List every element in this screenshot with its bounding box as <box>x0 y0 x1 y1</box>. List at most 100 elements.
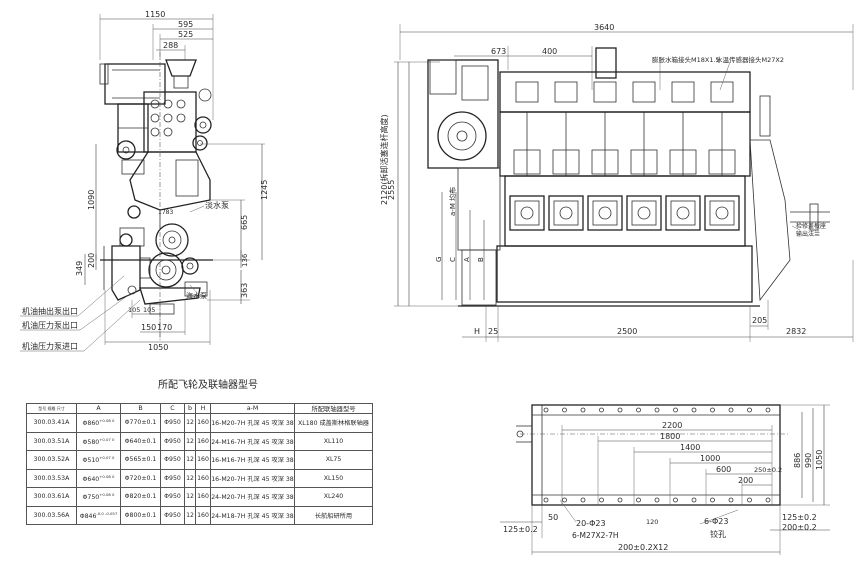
bolt-hole <box>599 497 604 503</box>
cylinder-port <box>509 195 545 231</box>
dim-50: 50 <box>548 513 558 522</box>
label-a-m: a-M 均布 <box>448 187 457 216</box>
label-a: A <box>463 257 471 262</box>
callout-fresh-water-pump: 淡水泵 <box>205 200 229 210</box>
dim-1050: 1050 <box>148 343 168 352</box>
cylinder-port <box>548 195 584 231</box>
bolt-hole <box>673 407 678 413</box>
cell-text: 12 <box>186 437 194 445</box>
dim-125-right: 125±0.2 <box>782 513 817 522</box>
cell-a: Φ750+0.08 0 <box>76 487 121 507</box>
cell-text: 12 <box>186 511 194 519</box>
cell-b: Φ640±0.1 <box>120 431 161 451</box>
dim-288: 288 <box>163 41 178 50</box>
flywheel-coupling-table: 型号 规格 尺寸 A B C b H a-M 所配联轴器型号 300.03.41… <box>26 403 373 525</box>
cell-text: 24-M20-7H 孔深 45 攻深 38 <box>211 494 294 502</box>
cell-text: Φ860 <box>82 420 100 428</box>
cell-coupling: XL180 成盖斯林格联轴器 <box>294 413 373 433</box>
right-side-view: 3640 673 400 2555 2120(拆卸活塞连杆高度) <box>379 23 854 307</box>
cylinder-block <box>708 149 736 175</box>
cell-h: 160 <box>195 487 211 507</box>
dim-120: 120 <box>646 518 658 526</box>
dim-200: 200 <box>738 476 753 485</box>
col-b: B <box>120 403 161 414</box>
callout-output-flange: 输出法兰 <box>796 230 820 238</box>
cell-text: XL180 成盖斯林格联轴器 <box>298 420 369 428</box>
cell-b: Φ820±0.1 <box>120 487 161 507</box>
cell-text: 160 <box>197 437 209 445</box>
dim-1000: 1000 <box>700 454 720 463</box>
callout-oil-pressure-outlet: 机油压力泵出口 <box>22 320 78 330</box>
cylinder-head <box>554 81 578 103</box>
cell-text: 12 <box>186 419 194 427</box>
cylinder-port <box>665 195 701 231</box>
cylinder-head <box>632 81 656 103</box>
cylinder-port-inner <box>631 200 657 226</box>
dim-200x12: 200±0.2X12 <box>618 543 668 552</box>
dim-1800: 1800 <box>660 432 680 441</box>
dim-1245: 1245 <box>260 180 269 200</box>
cell-text: 160 <box>197 419 209 427</box>
cylinder-head <box>593 81 617 103</box>
cell-text: Φ820±0.1 <box>124 493 157 501</box>
cell-coupling: XL75 <box>294 450 373 470</box>
cell-h: 160 <box>195 450 211 470</box>
bolt-hole <box>691 497 697 503</box>
cell-text: Φ950 <box>164 511 181 519</box>
cell-text: 160 <box>197 493 209 501</box>
cell-b: Φ565±0.1 <box>120 450 161 470</box>
callout-water-temp-sensor: 水温传感器接头M27X2 <box>716 55 784 64</box>
dim-125-left: 125±0.2 <box>503 525 538 534</box>
bolt-hole <box>562 407 567 413</box>
label-6-m27: 6-M27X2-7H <box>572 531 619 540</box>
cell-text: 300.03.56A <box>33 511 70 519</box>
label-reamed-hole: 铰孔 <box>710 529 726 539</box>
cell-text: Φ770±0.1 <box>124 419 157 427</box>
bolt-hole <box>765 407 771 413</box>
cell-b-small: 12 <box>184 450 196 470</box>
cell-b-small: 12 <box>184 413 196 433</box>
cylinder-block <box>669 149 697 175</box>
cell-text: 300.03.51A <box>33 437 70 445</box>
cell-text: 160 <box>197 474 209 482</box>
base-plan-dims: 2200 1800 1400 1000 600 200 250±0.2 120 … <box>500 404 830 555</box>
dim-136: 136 <box>241 253 249 267</box>
callout-inspection-cover: 检修盖板座 <box>796 222 826 230</box>
dim-1150: 1150 <box>145 10 165 19</box>
cylinder-port-circle <box>598 206 612 220</box>
label-6-phi23: 6-Φ23 <box>704 517 728 526</box>
cell-text: XL110 <box>323 437 344 445</box>
cell-text: 16-M20-7H 孔深 45 攻深 38 <box>211 420 294 428</box>
table-caption: 所配飞轮及联轴器型号 <box>158 378 258 391</box>
label-g: G <box>435 257 443 262</box>
cell-text: XL150 <box>323 474 344 482</box>
dim-105-b: 105 <box>143 306 155 314</box>
dim-2500: 2500 <box>617 327 637 336</box>
cell-text: Φ580 <box>82 438 100 446</box>
bolt-hole <box>747 407 752 413</box>
cell-c: Φ950 <box>160 413 185 433</box>
right-side-view-labels: 膨胀水箱接头M18X1.5 水温传感器接头M27X2 检修盖板座 输出法兰 a-… <box>435 55 854 342</box>
dim-2832: 2832 <box>786 327 806 336</box>
cell-text: +0.07 0 <box>99 455 115 461</box>
base-plan-view <box>516 404 790 506</box>
dim-665: 665 <box>240 215 249 230</box>
cell-c: Φ950 <box>160 487 185 507</box>
cell-text: XL75 <box>325 456 342 464</box>
dim-400: 400 <box>542 47 557 56</box>
bolt-hole <box>710 407 715 413</box>
cell-text: Φ950 <box>164 493 181 501</box>
callout-sea-water-pump: 海水泵 <box>186 291 207 300</box>
cell-text: 12 <box>186 493 194 501</box>
cell-text: Φ846 <box>79 512 97 520</box>
cell-text: 长航船研所用 <box>314 512 353 520</box>
cell-a: Φ640+0.08 0 <box>76 468 121 488</box>
cell-text: 300.03.53A <box>33 474 70 482</box>
bolt-hole <box>728 497 734 503</box>
cell-a: Φ510+0.07 0 <box>76 450 121 470</box>
dim-673: 673 <box>491 47 506 56</box>
cell-b-small: 12 <box>184 468 196 488</box>
